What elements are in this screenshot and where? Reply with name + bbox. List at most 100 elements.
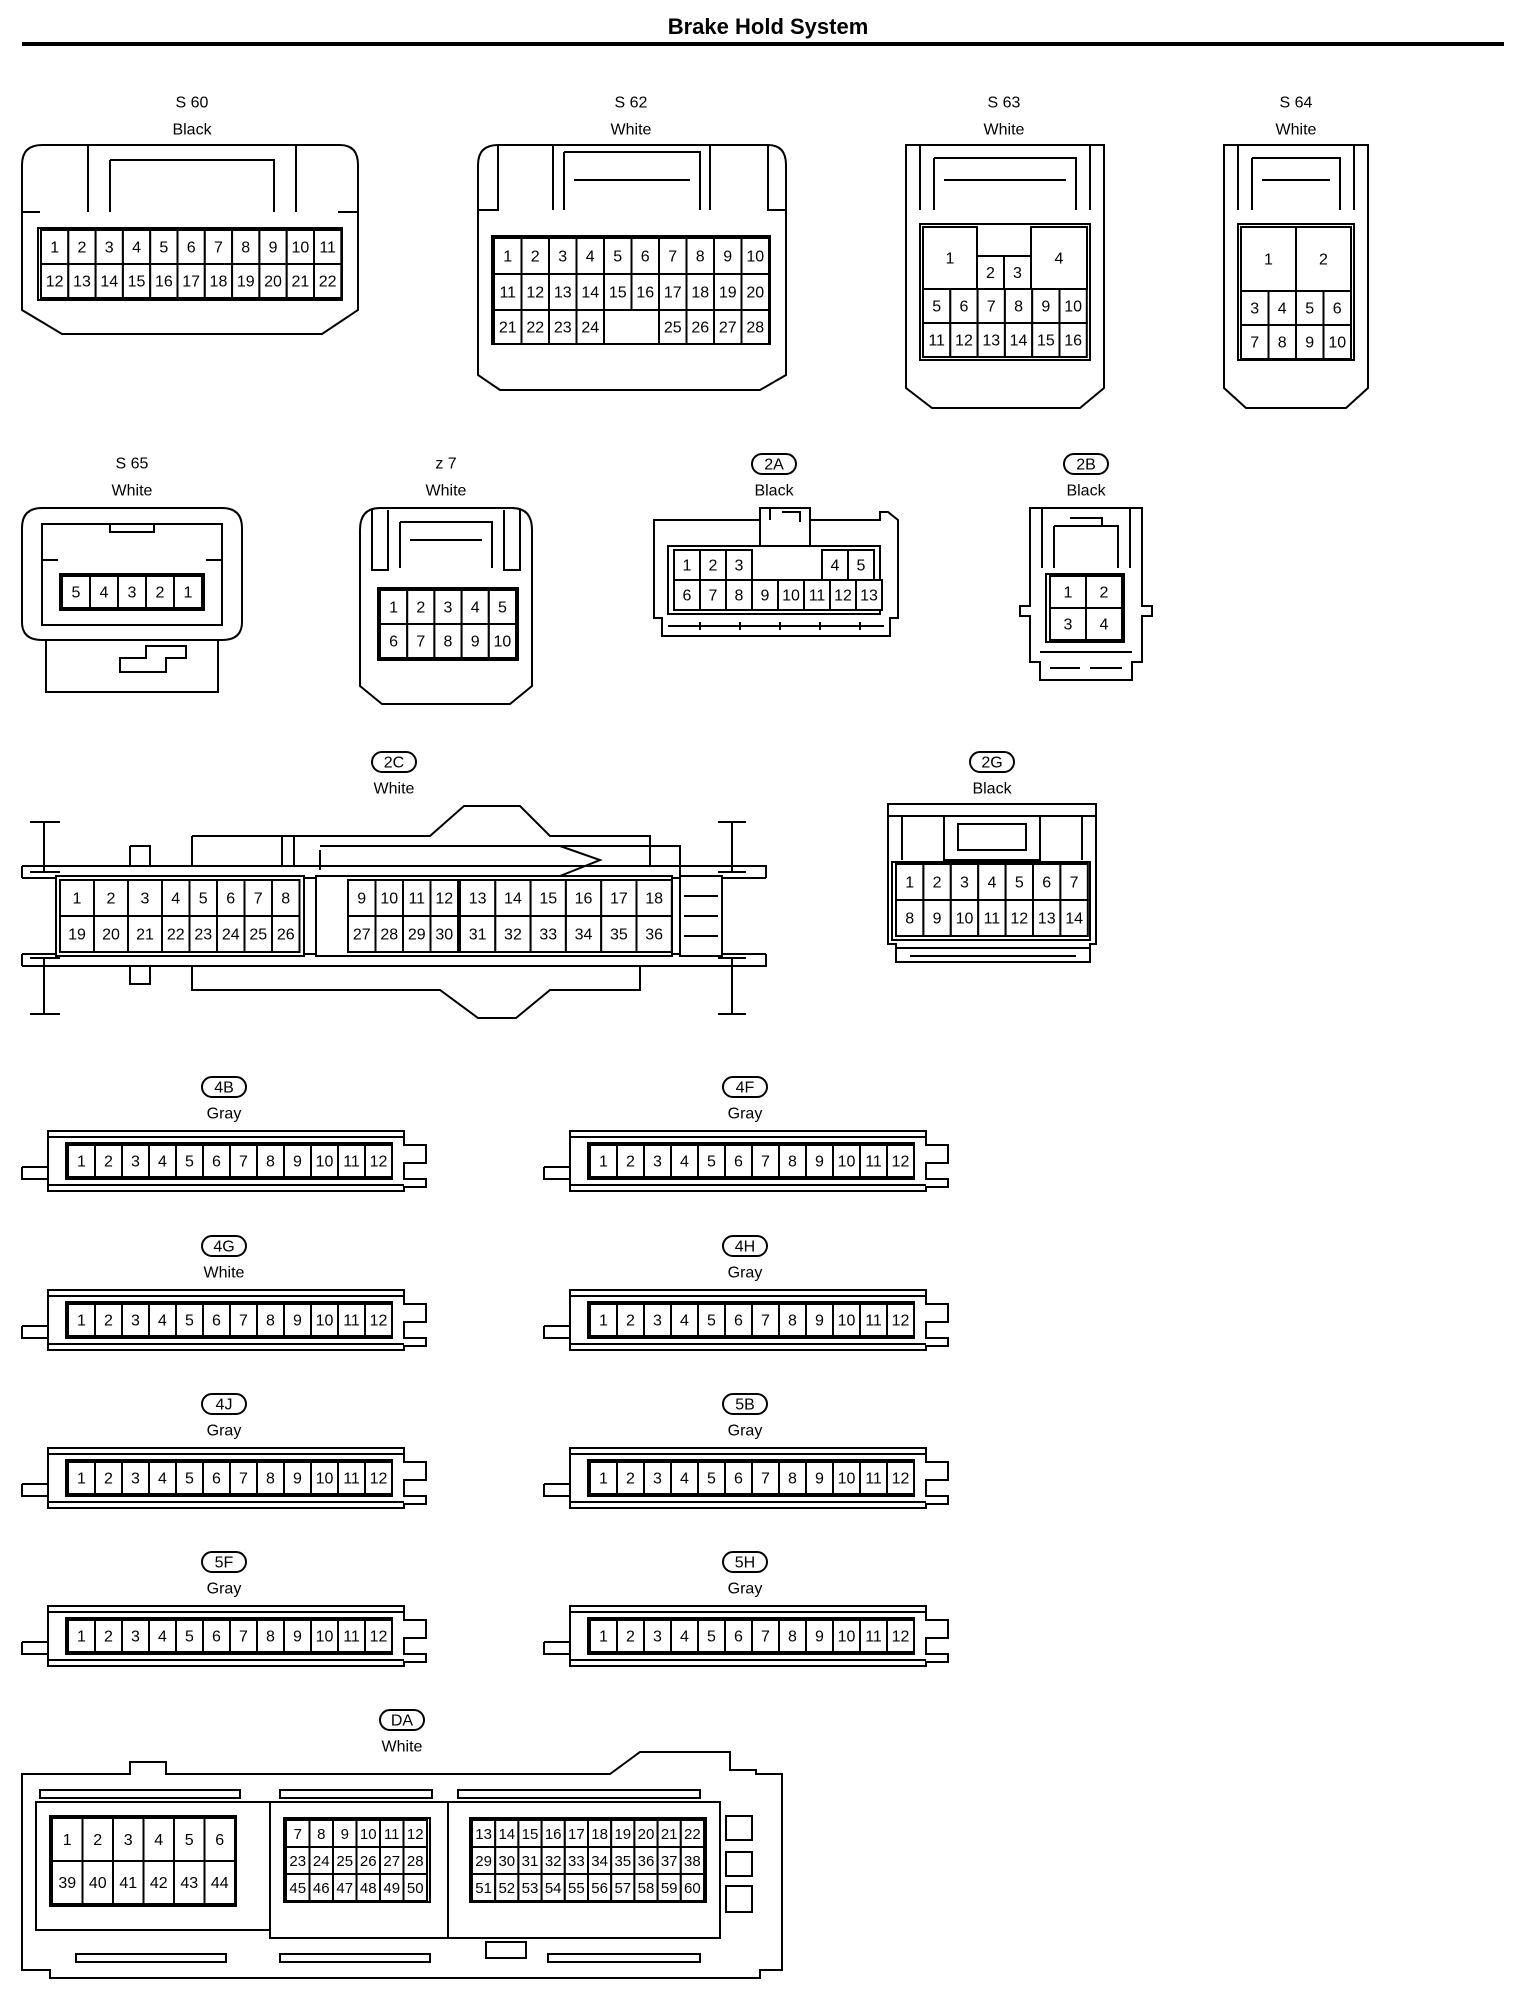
pin-cell <box>121 263 152 299</box>
pin-label: 4 <box>680 1154 689 1171</box>
pin-cell <box>142 1860 175 1905</box>
pin-label: 5 <box>185 1832 194 1849</box>
pin-label: 3 <box>131 1629 140 1646</box>
pin-cell <box>364 1619 393 1653</box>
pin-label: 50 <box>407 1880 424 1897</box>
connector-code: 5H <box>735 1555 755 1572</box>
pin-cell <box>94 1144 123 1178</box>
pin-label: 16 <box>155 274 173 291</box>
pin-label: 15 <box>1037 333 1055 350</box>
pin-cell <box>203 1860 236 1905</box>
pin-label: 14 <box>581 285 599 302</box>
pin-label: 8 <box>1014 299 1023 316</box>
pin-label: 11 <box>865 1313 882 1330</box>
pin-label: 51 <box>475 1880 492 1897</box>
connector-code: 2C <box>384 755 404 772</box>
pin-cell <box>635 879 673 917</box>
pin-cell <box>725 549 753 581</box>
pin-cell <box>829 579 857 611</box>
pin-label: 9 <box>293 1313 302 1330</box>
pin-label: 7 <box>761 1154 770 1171</box>
pin-label: 10 <box>782 588 800 605</box>
pin-label: 1 <box>77 1471 86 1488</box>
pin-label: 7 <box>709 588 718 605</box>
pin-cell <box>283 1619 312 1653</box>
pin-label: 2 <box>107 891 116 908</box>
pin-label: 9 <box>815 1471 824 1488</box>
connector-color: Black <box>1066 483 1106 500</box>
pin-label: 8 <box>788 1313 797 1330</box>
pin-label: 8 <box>788 1154 797 1171</box>
pin-label: 10 <box>360 1826 377 1843</box>
pin-label: 3 <box>131 1313 140 1330</box>
pin-cell <box>685 309 715 345</box>
pin-label: 3 <box>124 1832 133 1849</box>
pin-label: 10 <box>316 1154 334 1171</box>
pin-label: 20 <box>746 285 764 302</box>
pin-label: 3 <box>128 585 137 602</box>
pin-label: 8 <box>1278 335 1287 352</box>
pin-label: 5 <box>707 1471 716 1488</box>
pin-label: 9 <box>341 1826 349 1843</box>
pin-label: 12 <box>834 588 852 605</box>
pin-label: 7 <box>761 1629 770 1646</box>
pin-label: 2 <box>77 240 86 257</box>
pin-cell <box>886 1461 915 1495</box>
pin-label: 49 <box>383 1880 400 1897</box>
pin-label: 8 <box>735 588 744 605</box>
pin-label: 6 <box>959 299 968 316</box>
pin-label: 9 <box>933 911 942 928</box>
pin-label: 4 <box>100 585 109 602</box>
pin-label: 6 <box>212 1471 221 1488</box>
pin-cell <box>1003 322 1034 358</box>
pin-label: 8 <box>788 1629 797 1646</box>
pin-label: 3 <box>558 249 567 266</box>
connector-code: 4B <box>214 1080 234 1097</box>
pin-label: 2 <box>104 1313 113 1330</box>
pin-label: 3 <box>1064 617 1073 634</box>
pin-label: 17 <box>664 285 682 302</box>
pin-label: 2 <box>1319 252 1328 269</box>
connector-code-badge <box>1063 453 1109 475</box>
pin-label: 2 <box>93 1832 102 1849</box>
pin-cell <box>40 263 70 299</box>
pin-cell <box>121 1144 150 1178</box>
pin-cell <box>374 915 404 953</box>
pin-label: 10 <box>1328 335 1346 352</box>
pin-cell <box>886 1144 915 1178</box>
pin-label: 33 <box>568 1853 585 1870</box>
connector-code: S 60 <box>176 95 209 112</box>
connector-code: S 64 <box>1280 95 1313 112</box>
connector-code: z 7 <box>435 456 456 473</box>
pin-label: 30 <box>435 927 453 944</box>
connector-code-badge <box>751 453 797 475</box>
pin-label: 8 <box>241 240 250 257</box>
pin-label: 5 <box>613 249 622 266</box>
pin-label: 13 <box>982 333 1000 350</box>
pin-cell <box>697 1303 726 1337</box>
pin-label: 1 <box>503 249 512 266</box>
pin-label: 12 <box>892 1629 910 1646</box>
pin-label: 4 <box>1100 617 1109 634</box>
pin-label: 11 <box>865 1471 882 1488</box>
pin-cell <box>643 1461 672 1495</box>
pin-cell <box>433 589 463 625</box>
pin-label: 24 <box>222 927 240 944</box>
pin-cell <box>1030 226 1088 290</box>
connector-color: Gray <box>728 1265 763 1282</box>
pin-cell <box>751 579 779 611</box>
pin-label: 2 <box>986 265 995 282</box>
pin-label: 17 <box>610 891 628 908</box>
pin-cell <box>1085 575 1123 609</box>
pin-label: 3 <box>444 600 453 617</box>
pin-label: 24 <box>313 1853 330 1870</box>
connector-code-badge <box>722 1393 768 1415</box>
pin-label: 7 <box>239 1154 248 1171</box>
pin-cell <box>310 1619 339 1653</box>
title-rule <box>22 42 1504 46</box>
